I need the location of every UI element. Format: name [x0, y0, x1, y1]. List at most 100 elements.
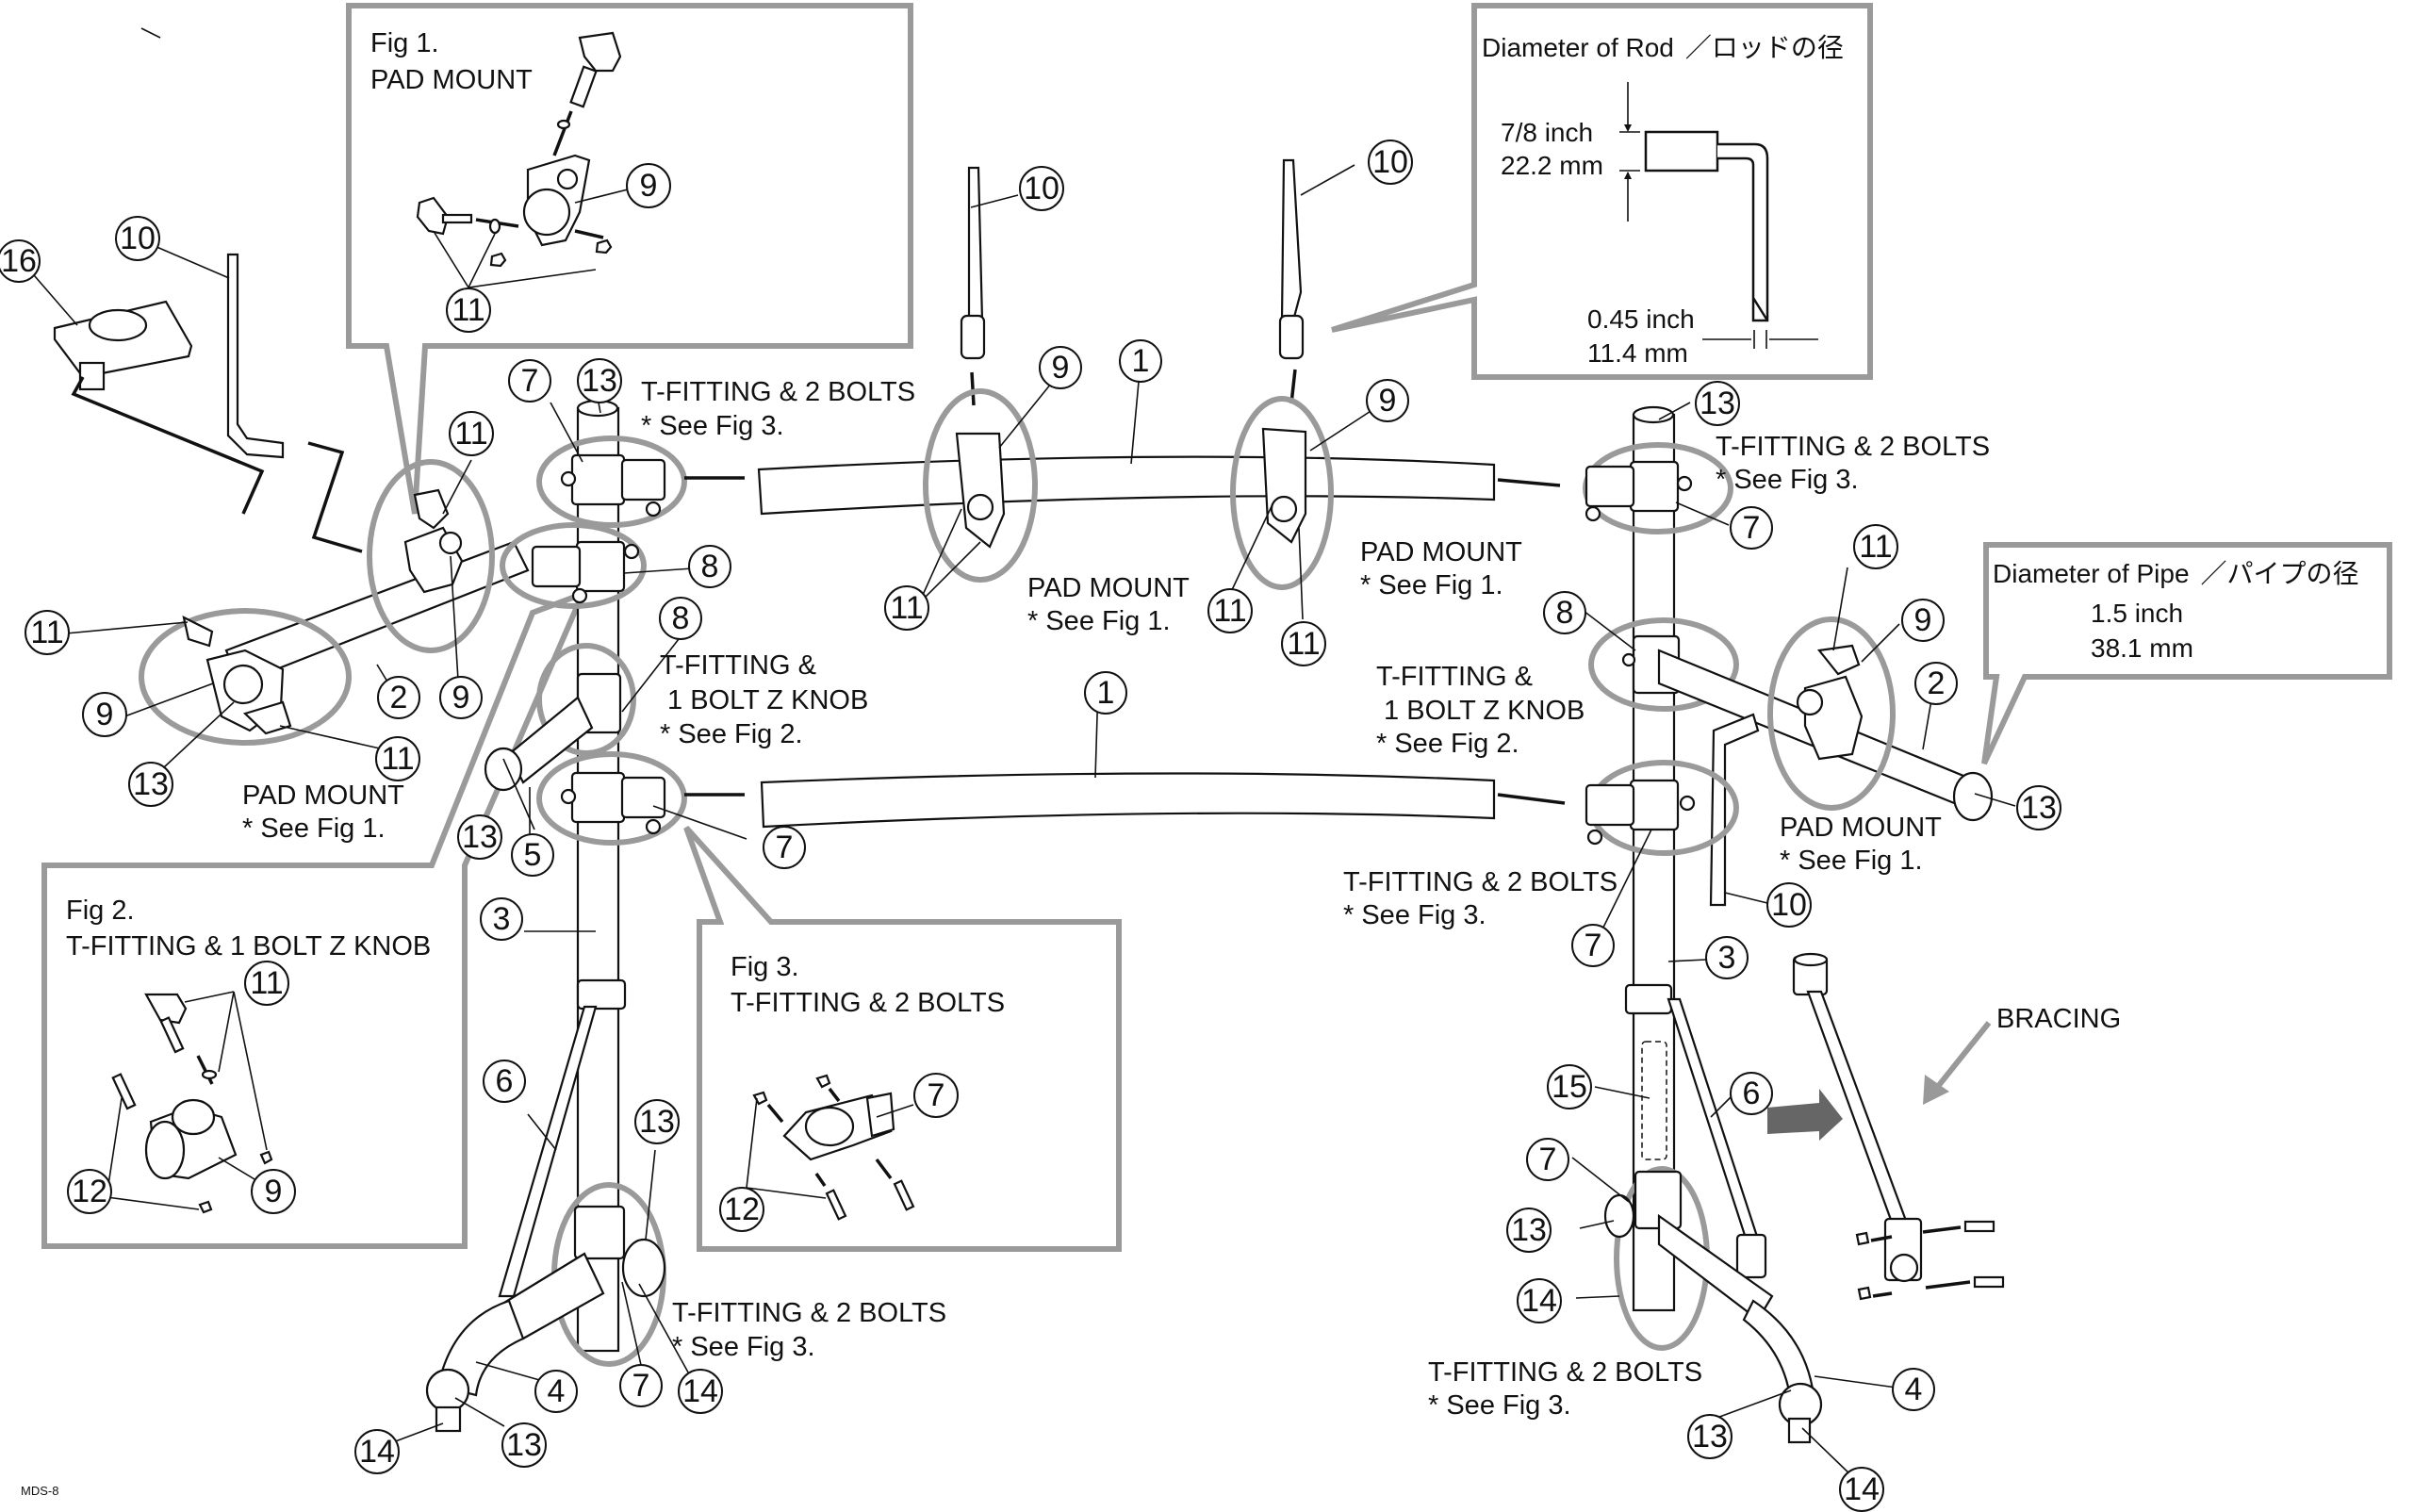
- svg-text:14: 14: [359, 1434, 395, 1470]
- see-fig1-label-left: * See Fig 1.: [242, 814, 386, 844]
- fig1-pad-mount-drawing: [416, 31, 640, 288]
- callout-11-mid-right-b: 11: [1281, 621, 1326, 666]
- svg-text:9: 9: [96, 697, 114, 732]
- rod-10-left: [226, 253, 285, 459]
- svg-text:12: 12: [724, 1192, 760, 1227]
- callout-5: 5: [511, 833, 554, 877]
- see-fig2-label-left: * See Fig 2.: [660, 719, 803, 749]
- see-fig3-label-bottom-left: * See Fig 3.: [672, 1332, 815, 1362]
- svg-text:2: 2: [390, 680, 408, 715]
- fig3-title: Fig 3.: [731, 952, 799, 982]
- callout-11-mid-left: 11: [884, 585, 929, 631]
- callout-7-top-left: 7: [508, 359, 551, 403]
- document-code: MDS-8: [21, 1484, 58, 1498]
- svg-text:8: 8: [1556, 595, 1574, 631]
- callout-3-right: 3: [1705, 936, 1749, 979]
- pipe-1-upper: [757, 455, 1496, 516]
- svg-text:7: 7: [776, 830, 794, 865]
- part-callouts: 16 10 11 11 9 2 9 11 13 7 13 8 8 13 5 7 …: [0, 140, 2061, 1512]
- pipe-1-lower: [760, 772, 1496, 829]
- svg-text:9: 9: [1914, 602, 1932, 638]
- callout-13-top-left: 13: [577, 358, 622, 403]
- tfitting-2bolts-label-bottom-right: T-FITTING & 2 BOLTS: [1428, 1357, 1702, 1388]
- fig1-subtitle: PAD MOUNT: [370, 65, 533, 95]
- rod-small-inch: 0.45 inch: [1587, 304, 1695, 334]
- svg-text:13: 13: [506, 1427, 542, 1463]
- svg-text:11: 11: [381, 741, 414, 777]
- callout-11-right: 11: [1853, 524, 1898, 569]
- callout-4-right: 4: [1892, 1368, 1935, 1411]
- callout-7-right-mid: 7: [1571, 924, 1615, 967]
- svg-text:11: 11: [250, 965, 283, 1001]
- see-fig1-label-mid-right: * See Fig 1.: [1360, 570, 1503, 600]
- callout-13-left: 13: [128, 762, 173, 807]
- svg-text:7: 7: [1585, 928, 1602, 963]
- tfitting-2bolts-label-mid-right: T-FITTING & 2 BOLTS: [1343, 867, 1618, 897]
- callout-1-lower: 1: [1084, 671, 1127, 715]
- svg-text:5: 5: [524, 837, 542, 873]
- svg-text:7: 7: [632, 1368, 650, 1404]
- svg-text:9: 9: [452, 680, 470, 715]
- fig2-callout-12: 12: [67, 1169, 112, 1214]
- callout-11-left-lower: 11: [375, 736, 420, 781]
- svg-text:6: 6: [1743, 1076, 1761, 1111]
- callout-14-left-foot: 14: [354, 1429, 400, 1474]
- svg-text:13: 13: [133, 766, 169, 802]
- callout-13-right-bottom: 13: [1506, 1208, 1552, 1253]
- fig3-tfitting-drawing: [746, 1074, 915, 1221]
- svg-text:2: 2: [1928, 666, 1946, 701]
- callout-13-left-mid: 13: [457, 814, 502, 860]
- zknob-label-left: 1 BOLT Z KNOB: [660, 685, 868, 715]
- callout-10-left: 10: [115, 216, 160, 261]
- svg-text:8: 8: [701, 549, 719, 584]
- callout-13-left-bottom: 13: [634, 1099, 680, 1144]
- fig2-callout-11: 11: [244, 961, 289, 1006]
- callout-14-left-bottom: 14: [678, 1369, 723, 1414]
- callout-9-right: 9: [1901, 599, 1945, 642]
- fig1-title: Fig 1.: [370, 28, 439, 58]
- callout-7-right-bottom: 7: [1526, 1138, 1569, 1181]
- svg-text:13: 13: [2021, 790, 2057, 826]
- callout-7-top-right: 7: [1730, 506, 1773, 550]
- svg-text:1: 1: [1097, 675, 1115, 711]
- pad-mount-label-mid-left: PAD MOUNT: [1027, 573, 1190, 603]
- svg-text:11: 11: [1287, 626, 1320, 662]
- svg-text:11: 11: [1859, 529, 1892, 565]
- pad-mount-label-left: PAD MOUNT: [242, 781, 404, 811]
- svg-text:7: 7: [1743, 510, 1761, 546]
- fig3-callout-7: 7: [913, 1073, 959, 1118]
- callout-4-left: 4: [534, 1370, 578, 1413]
- rod-small-mm: 11.4 mm: [1587, 338, 1688, 368]
- left-assembly: [27, 27, 747, 1443]
- tfitting-2bolts-label-top-right: T-FITTING & 2 BOLTS: [1716, 432, 1990, 462]
- svg-text:10: 10: [1771, 887, 1807, 923]
- bracing-label: BRACING: [1996, 1004, 2121, 1034]
- see-fig3-label-top-left: * See Fig 3.: [641, 411, 784, 441]
- callout-2-left: 2: [377, 676, 420, 719]
- svg-text:11: 11: [890, 590, 923, 626]
- svg-text:13: 13: [462, 819, 498, 855]
- fig3-subtitle: T-FITTING & 2 BOLTS: [731, 988, 1005, 1018]
- pipe-diameter-panel: Diameter of Pipe／パイプの径 1.5 inch 38.1 mm: [1981, 542, 2392, 765]
- svg-text:7: 7: [1539, 1142, 1557, 1177]
- svg-text:15: 15: [1552, 1069, 1587, 1105]
- svg-text:16: 16: [1, 243, 37, 279]
- fig2-callout-9: 9: [251, 1169, 296, 1214]
- fig1-panel: Fig 1. PAD MOUNT 9 11: [346, 3, 913, 515]
- callout-13-right-end: 13: [2016, 785, 2061, 830]
- svg-text:11: 11: [1213, 593, 1246, 629]
- callout-8-right: 8: [1543, 591, 1586, 634]
- svg-text:13: 13: [582, 363, 617, 399]
- callout-9-left: 9: [82, 692, 127, 737]
- svg-text:14: 14: [1521, 1283, 1557, 1319]
- svg-text:10: 10: [1024, 171, 1059, 206]
- bracing-pointer-arrow-icon: [1923, 1075, 1949, 1105]
- callout-10-mid-right: 10: [1368, 140, 1413, 185]
- svg-text:14: 14: [1844, 1471, 1880, 1507]
- annotation-labels: T-FITTING & 2 BOLTS * See Fig 3. T-FITTI…: [21, 377, 1990, 1498]
- fig1-callout-9: 9: [626, 163, 671, 208]
- zknob-label-right: 1 BOLT Z KNOB: [1376, 696, 1585, 726]
- fig2-panel: Fig 2. T-FITTING & 1 BOLT Z KNOB 11 12 9: [41, 588, 588, 1249]
- bracing-detail: BRACING: [1767, 952, 2121, 1301]
